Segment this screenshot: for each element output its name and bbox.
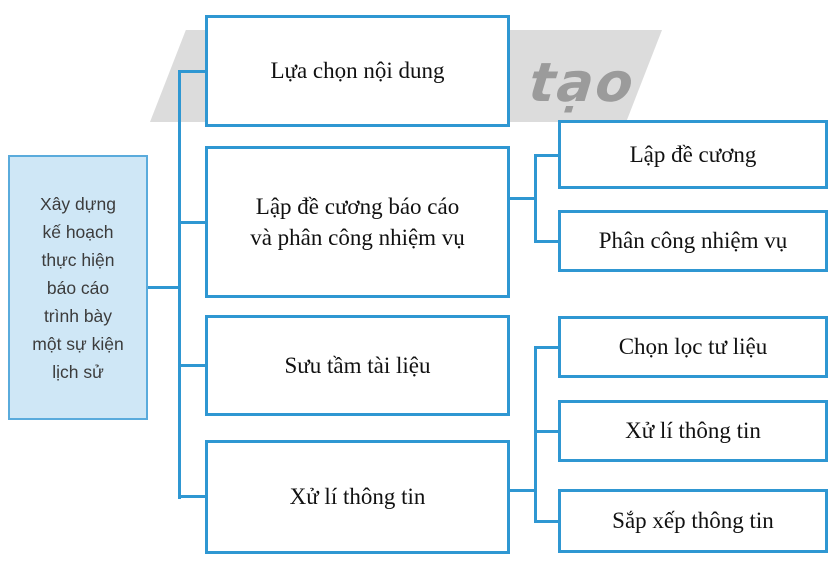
node-label: Sưu tầm tài liệu	[284, 352, 431, 378]
connector-stub-phan-cong	[534, 240, 558, 243]
connector-stub-lap-de-cuong	[534, 154, 558, 157]
node-label: Xử lí thông tin	[289, 484, 426, 510]
connector-b4-out	[510, 489, 534, 492]
node-label: Sắp xếp thông tin	[612, 508, 774, 534]
node-xu-li-thong-tin-sub: Xử lí thông tin	[558, 400, 828, 462]
connector-left-trunk	[178, 70, 181, 499]
node-phan-cong-nhiem-vu: Phân công nhiệm vụ	[558, 210, 828, 272]
connector-stub-xu-li	[178, 495, 205, 498]
node-sap-xep-thong-tin: Sắp xếp thông tin	[558, 489, 828, 553]
connector-stub-suu-tam	[178, 364, 205, 367]
node-xu-li-thong-tin: Xử lí thông tin	[205, 440, 510, 554]
node-lap-de-cuong: Lập đề cương	[558, 120, 828, 189]
connector-stub-chon-loc	[534, 346, 558, 349]
node-label: Lập đề cương	[629, 141, 757, 167]
node-chon-loc-tu-lieu: Chọn lọc tư liệu	[558, 316, 828, 378]
connector-right-trunk-a	[534, 154, 537, 243]
node-label: Phân công nhiệm vụ	[598, 228, 788, 254]
node-label: Chọn lọc tư liệu	[618, 334, 768, 360]
node-root: Xây dựng kế hoạch thực hiện báo cáo trìn…	[8, 155, 148, 420]
node-lua-chon-noi-dung: Lựa chọn nội dung	[205, 15, 510, 127]
connector-b2-out	[510, 197, 534, 200]
node-label: Lựa chọn nội dung	[270, 58, 445, 84]
connector-stub-sap-xep	[534, 520, 558, 523]
node-suu-tam-tai-lieu: Sưu tầm tài liệu	[205, 315, 510, 416]
node-lap-de-cuong-bao-cao: Lập đề cương báo cáo và phân công nhiệm …	[205, 146, 510, 298]
connector-right-trunk-b	[534, 346, 537, 523]
connector-stub-xu-li-sub	[534, 430, 558, 433]
node-root-label: Xây dựng kế hoạch thực hiện báo cáo trìn…	[32, 193, 124, 382]
connector-root-stub	[148, 286, 178, 289]
node-label: Lập đề cương báo cáo và phân công nhiệm …	[250, 193, 465, 250]
node-label: Xử lí thông tin	[625, 418, 761, 444]
connector-stub-lap-de-cuong-bao-cao	[178, 221, 205, 224]
connector-stub-lua-chon	[178, 70, 205, 73]
